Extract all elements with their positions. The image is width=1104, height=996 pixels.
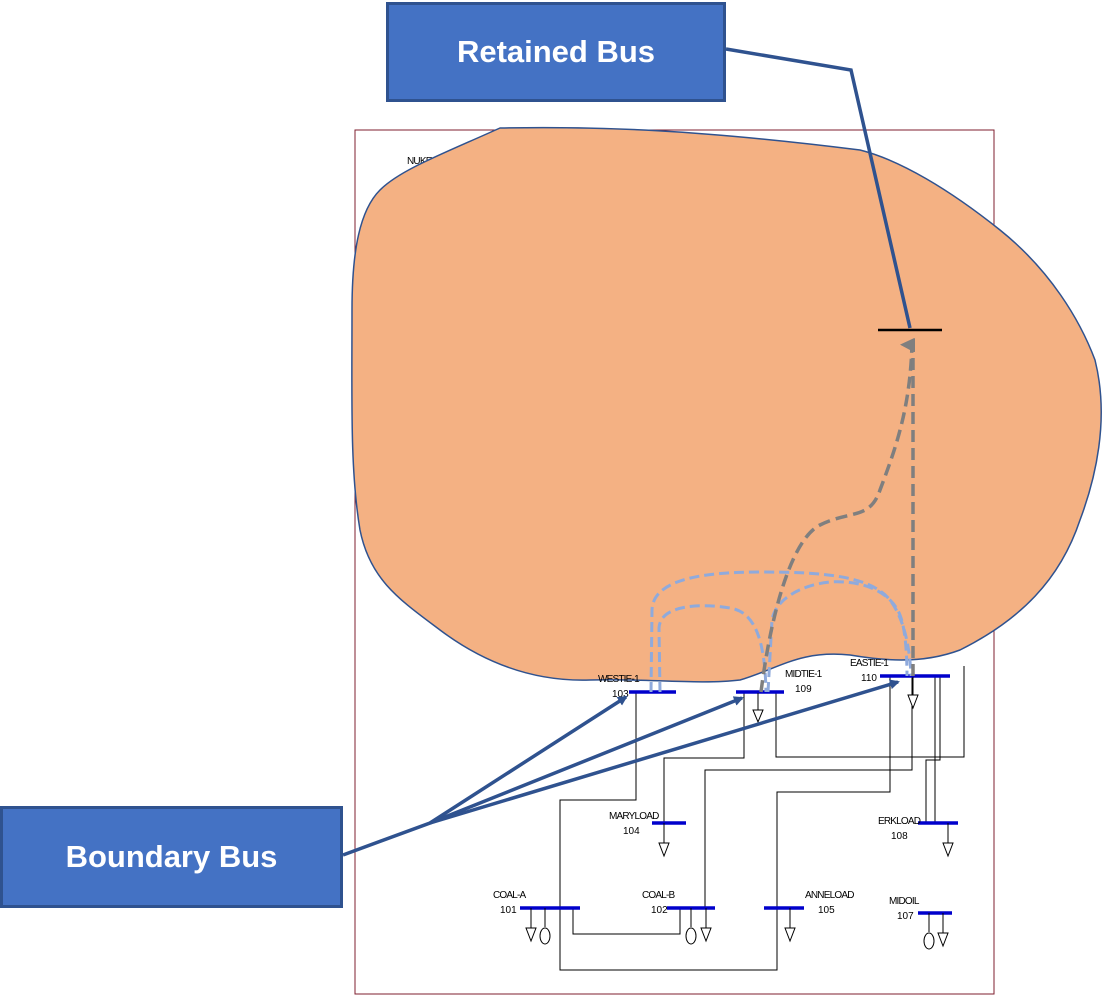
bus-label-107-name: MIDOIL [889, 896, 920, 907]
load-icon [942, 823, 954, 858]
retained-bus-callout: Retained Bus [386, 2, 726, 102]
retained-bus-pointer [725, 47, 912, 329]
bus-bars [520, 674, 958, 915]
generator-icon [685, 908, 697, 945]
bus-label-110-name: EASTIE-1 [850, 658, 889, 669]
bus-label-108-name: ERKLOAD [878, 816, 921, 827]
bus-label-103-number: 103 [612, 689, 629, 700]
boundary-bus-callout: Boundary Bus [0, 806, 343, 908]
bus-label-103-name: WESTIE-1 [598, 674, 640, 685]
boundary-interconnections [649, 570, 913, 693]
bus-label-107-number: 107 [897, 911, 914, 922]
bus-label-105-name: ANNELOAD [805, 890, 854, 901]
bus-label-101-number: 101 [500, 905, 517, 916]
retained-bus-callout-label: Retained Bus [456, 34, 656, 69]
bus-label-105-number: 105 [818, 905, 835, 916]
bus-label-102-name: COAL-B [642, 890, 676, 901]
load-icon [937, 913, 949, 948]
bus-label-104-number: 104 [623, 826, 640, 837]
bus-label-104-name: MARYLOAD [609, 811, 659, 822]
load-icon [525, 908, 537, 943]
bus-label-109-number: 109 [795, 684, 812, 695]
boundary-bus-callout-label: Boundary Bus [65, 839, 278, 874]
equivalent-paths-to-retained-bus [759, 338, 915, 693]
equipment-symbols [525, 677, 954, 950]
bus-labels: WESTIE-1 103 MIDTIE-1 109 EASTIE-1 110 M… [493, 658, 922, 922]
load-icon [752, 693, 764, 724]
load-icon [658, 823, 670, 858]
generator-icon [923, 913, 935, 950]
network-lines [559, 666, 965, 971]
generator-icon [539, 908, 551, 945]
load-icon [784, 908, 796, 943]
load-icon [700, 908, 712, 943]
bus-label-108-number: 108 [891, 831, 908, 842]
load-icon [907, 677, 919, 710]
bus-label-102-number: 102 [651, 905, 668, 916]
callout-pointers [342, 47, 912, 857]
bus-label-110-number: 110 [861, 673, 877, 684]
equivalent-region [351, 126, 1102, 683]
bus-label-101-name: COAL-A [493, 890, 527, 901]
bus-label-109-name: MIDTIE-1 [785, 669, 823, 680]
boundary-pointer-110 [429, 679, 900, 825]
boundary-pointer-109 [429, 696, 744, 825]
